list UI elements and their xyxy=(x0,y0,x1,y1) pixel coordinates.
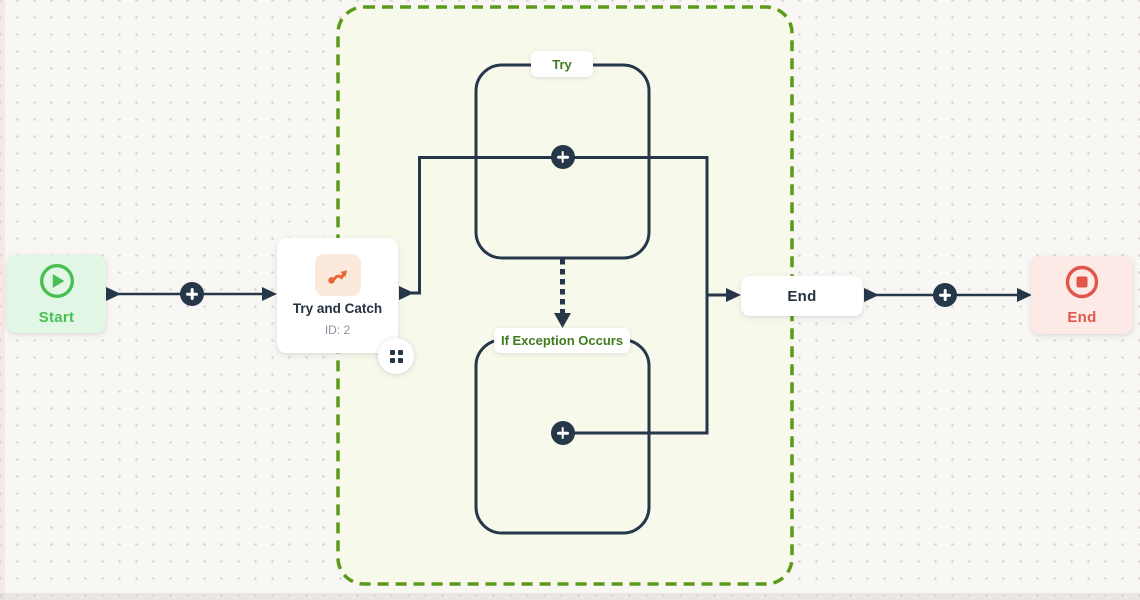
try-catch-node-title: Try and Catch xyxy=(292,301,383,316)
trycatch-output-arrowhead xyxy=(399,286,414,300)
try-catch-node[interactable]: Try and Catch ID: 2 xyxy=(277,238,398,353)
final-end-input-arrowhead xyxy=(1017,288,1032,302)
start-node[interactable]: Start xyxy=(7,255,106,333)
stop-circle-icon xyxy=(1064,264,1100,305)
drag-handle-icon xyxy=(389,349,403,363)
end-node[interactable]: End xyxy=(741,276,863,316)
try-branch-label-text: Try xyxy=(552,56,572,72)
final-end-node-label: End xyxy=(1067,309,1097,326)
route-arrow-icon xyxy=(314,254,361,296)
drag-handle-button[interactable] xyxy=(378,338,414,374)
try-catch-node-id: ID: 2 xyxy=(324,323,351,337)
end-output-arrowhead xyxy=(864,288,879,302)
trycatch-input-arrowhead xyxy=(262,287,277,301)
start-output-arrowhead xyxy=(106,287,121,301)
exception-branch-label: If Exception Occurs xyxy=(494,328,630,353)
add-step-button-exception-branch[interactable] xyxy=(550,421,575,445)
end-input-arrowhead xyxy=(726,288,741,302)
end-node-label: End xyxy=(787,287,817,305)
canvas-bottom-edge xyxy=(0,593,1140,600)
exception-branch-label-text: If Exception Occurs xyxy=(500,333,624,348)
exception-input-arrowhead xyxy=(554,313,571,328)
play-circle-icon xyxy=(38,262,76,305)
branch-merge-line xyxy=(563,156,709,435)
add-step-button-end-connector[interactable] xyxy=(933,283,957,307)
add-step-button-try-branch[interactable] xyxy=(550,145,575,169)
add-step-button-start-connector[interactable] xyxy=(180,282,204,306)
try-branch-label: Try xyxy=(531,51,593,77)
canvas-left-edge xyxy=(0,0,5,600)
start-node-label: Start xyxy=(38,309,75,326)
final-end-node[interactable]: End xyxy=(1031,256,1133,334)
